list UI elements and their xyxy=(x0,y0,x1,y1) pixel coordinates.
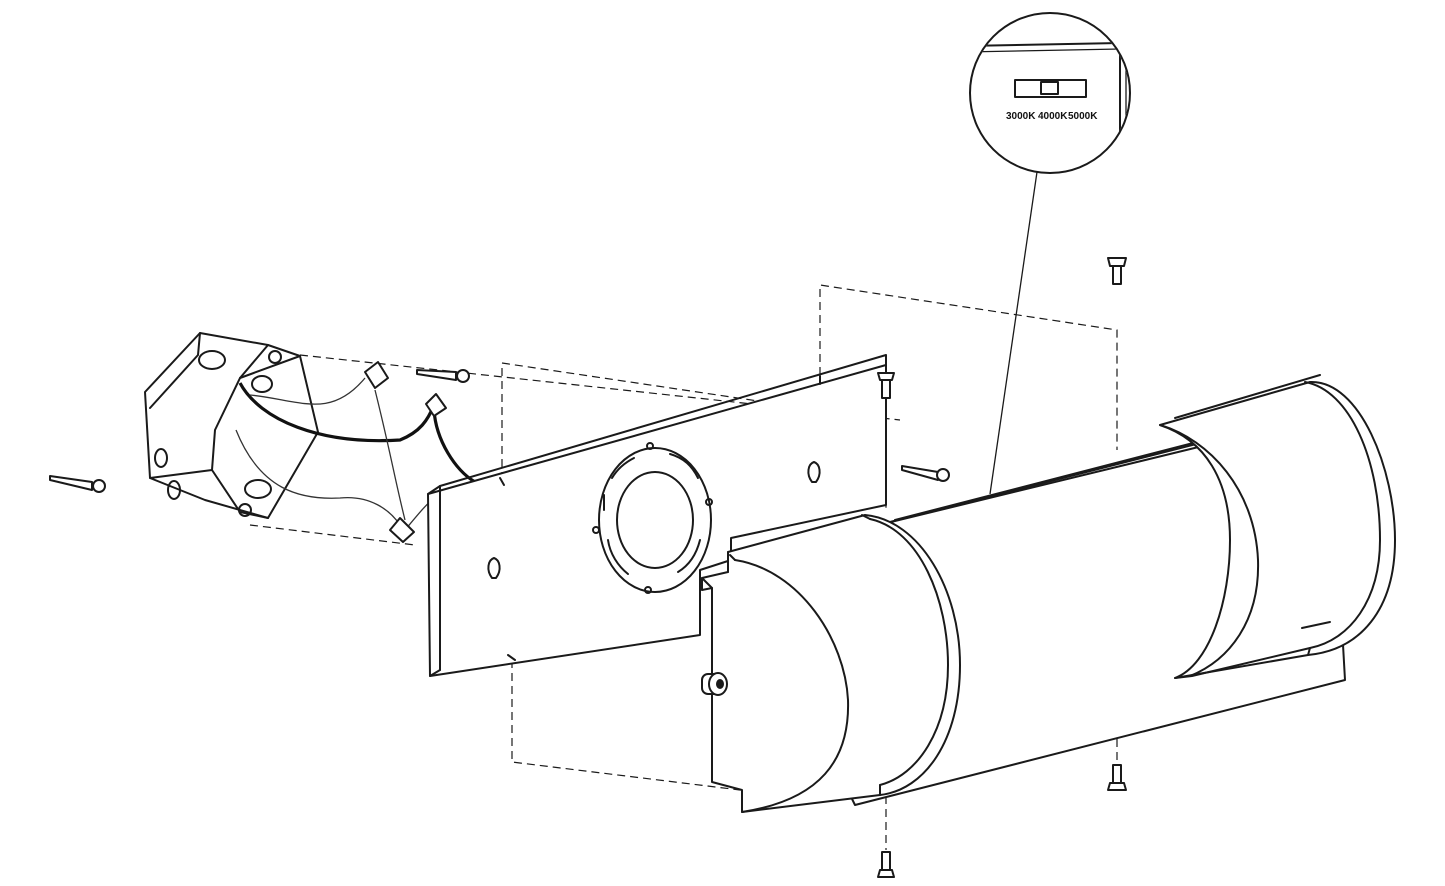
cct-selector-switch xyxy=(1014,79,1087,98)
vanity-light-fixture xyxy=(701,374,1396,813)
wire-nut-icon xyxy=(389,517,415,543)
ring-slots xyxy=(603,453,701,575)
supply-wires xyxy=(235,377,476,531)
wire-nut-icon xyxy=(425,393,447,417)
end-cap-screw-top-right xyxy=(1107,257,1127,285)
center-mounting-ring xyxy=(598,447,712,593)
right-end-cap xyxy=(1159,380,1396,679)
mounting-screw-right xyxy=(901,465,950,482)
wire-connector-nuts xyxy=(364,361,447,543)
keyhole-slot-left xyxy=(487,557,501,579)
end-cap-screw-bottom-right xyxy=(1107,764,1127,791)
cct-label-4000k: 4000K xyxy=(1038,111,1068,122)
cct-label-3000k: 3000K xyxy=(1006,111,1036,122)
callout-leader-line xyxy=(989,171,1038,495)
end-cap-screw-top-mid xyxy=(877,372,895,399)
cct-selector-slider xyxy=(1040,81,1059,95)
end-cap-screw-bottom-mid xyxy=(877,851,895,878)
cct-label-5000k: 5000K xyxy=(1068,111,1098,122)
cct-switch-detail-callout: 3000K 4000K 5000K xyxy=(969,12,1131,495)
anchor-screw-left xyxy=(49,475,106,493)
mounting-bracket-plate xyxy=(427,354,887,677)
keyhole-slot-right xyxy=(807,461,821,483)
junction-box xyxy=(144,332,319,519)
knob-icon xyxy=(701,672,728,696)
anchor-screw-top xyxy=(416,369,470,383)
wire-nut-icon xyxy=(364,361,389,389)
